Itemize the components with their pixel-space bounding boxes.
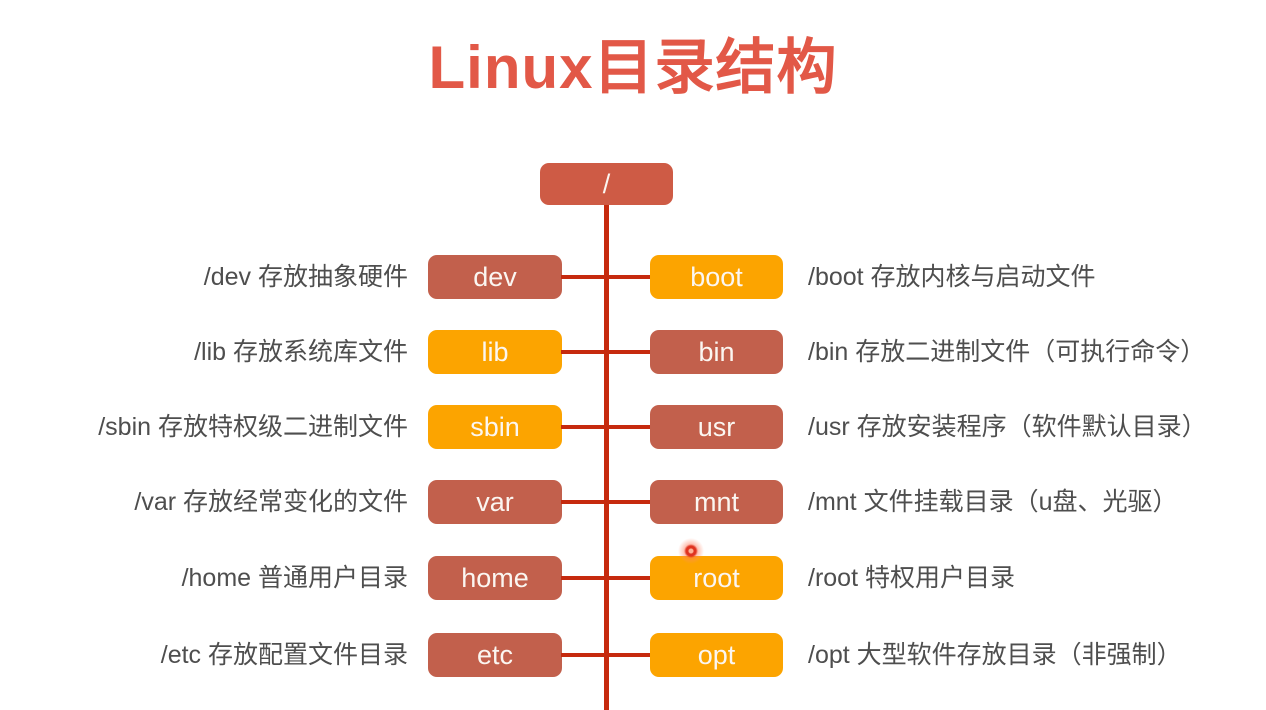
tree-row-dev-boot: /dev 存放抽象硬件 dev boot /boot 存放内核与启动文件 — [0, 255, 1266, 299]
sbin-description: /sbin 存放特权级二进制文件 — [98, 413, 408, 441]
connector-line — [561, 275, 651, 279]
node-boot: boot — [650, 255, 783, 299]
etc-opt-description: /opt 大型软件存放目录（非强制） — [808, 641, 1182, 669]
node-mnt: mnt — [650, 480, 783, 524]
root-description: /root 特权用户目录 — [808, 564, 1015, 592]
node-var: var — [428, 480, 562, 524]
connector-line — [561, 425, 651, 429]
etc-description: /etc 存放配置文件目录 — [160, 641, 408, 669]
root-directory-node: / — [540, 163, 673, 205]
node-bin: bin — [650, 330, 783, 374]
connector-line — [561, 350, 651, 354]
pointer-highlight-dot — [678, 538, 704, 564]
bin-description: /bin 存放二进制文件（可执行命令） — [808, 338, 1206, 366]
node-lib: lib — [428, 330, 562, 374]
tree-row-etc-opt: /etc 存放配置文件目录 etc opt /opt 大型软件存放目录（非强制） — [0, 633, 1266, 677]
node-opt: opt — [650, 633, 783, 677]
node-root: root — [650, 556, 783, 600]
var-description: /var 存放经常变化的文件 — [134, 488, 408, 516]
connector-line — [561, 653, 651, 657]
tree-row-home-root: /home 普通用户目录 home root /root 特权用户目录 — [0, 556, 1266, 600]
page-title: Linux目录结构 — [428, 34, 838, 101]
dev-description: /dev 存放抽象硬件 — [203, 263, 408, 291]
connector-line — [561, 576, 651, 580]
connector-line — [561, 500, 651, 504]
node-etc: etc — [428, 633, 562, 677]
node-dev: dev — [428, 255, 562, 299]
boot-description: /boot 存放内核与启动文件 — [808, 263, 1096, 291]
node-usr: usr — [650, 405, 783, 449]
mnt-description: /mnt 文件挂载目录（u盘、光驱） — [808, 488, 1178, 516]
tree-row-var-mnt: /var 存放经常变化的文件 var mnt /mnt 文件挂载目录（u盘、光驱… — [0, 480, 1266, 524]
node-home: home — [428, 556, 562, 600]
lib-description: /lib 存放系统库文件 — [194, 338, 408, 366]
home-description: /home 普通用户目录 — [181, 564, 408, 592]
tree-row-lib-bin: /lib 存放系统库文件 lib bin /bin 存放二进制文件（可执行命令） — [0, 330, 1266, 374]
tree-row-sbin-usr: /sbin 存放特权级二进制文件 sbin usr /usr 存放安装程序（软件… — [0, 405, 1266, 449]
tree-trunk-line — [604, 205, 609, 710]
node-sbin: sbin — [428, 405, 562, 449]
usr-description: /usr 存放安装程序（软件默认目录） — [808, 413, 1207, 441]
